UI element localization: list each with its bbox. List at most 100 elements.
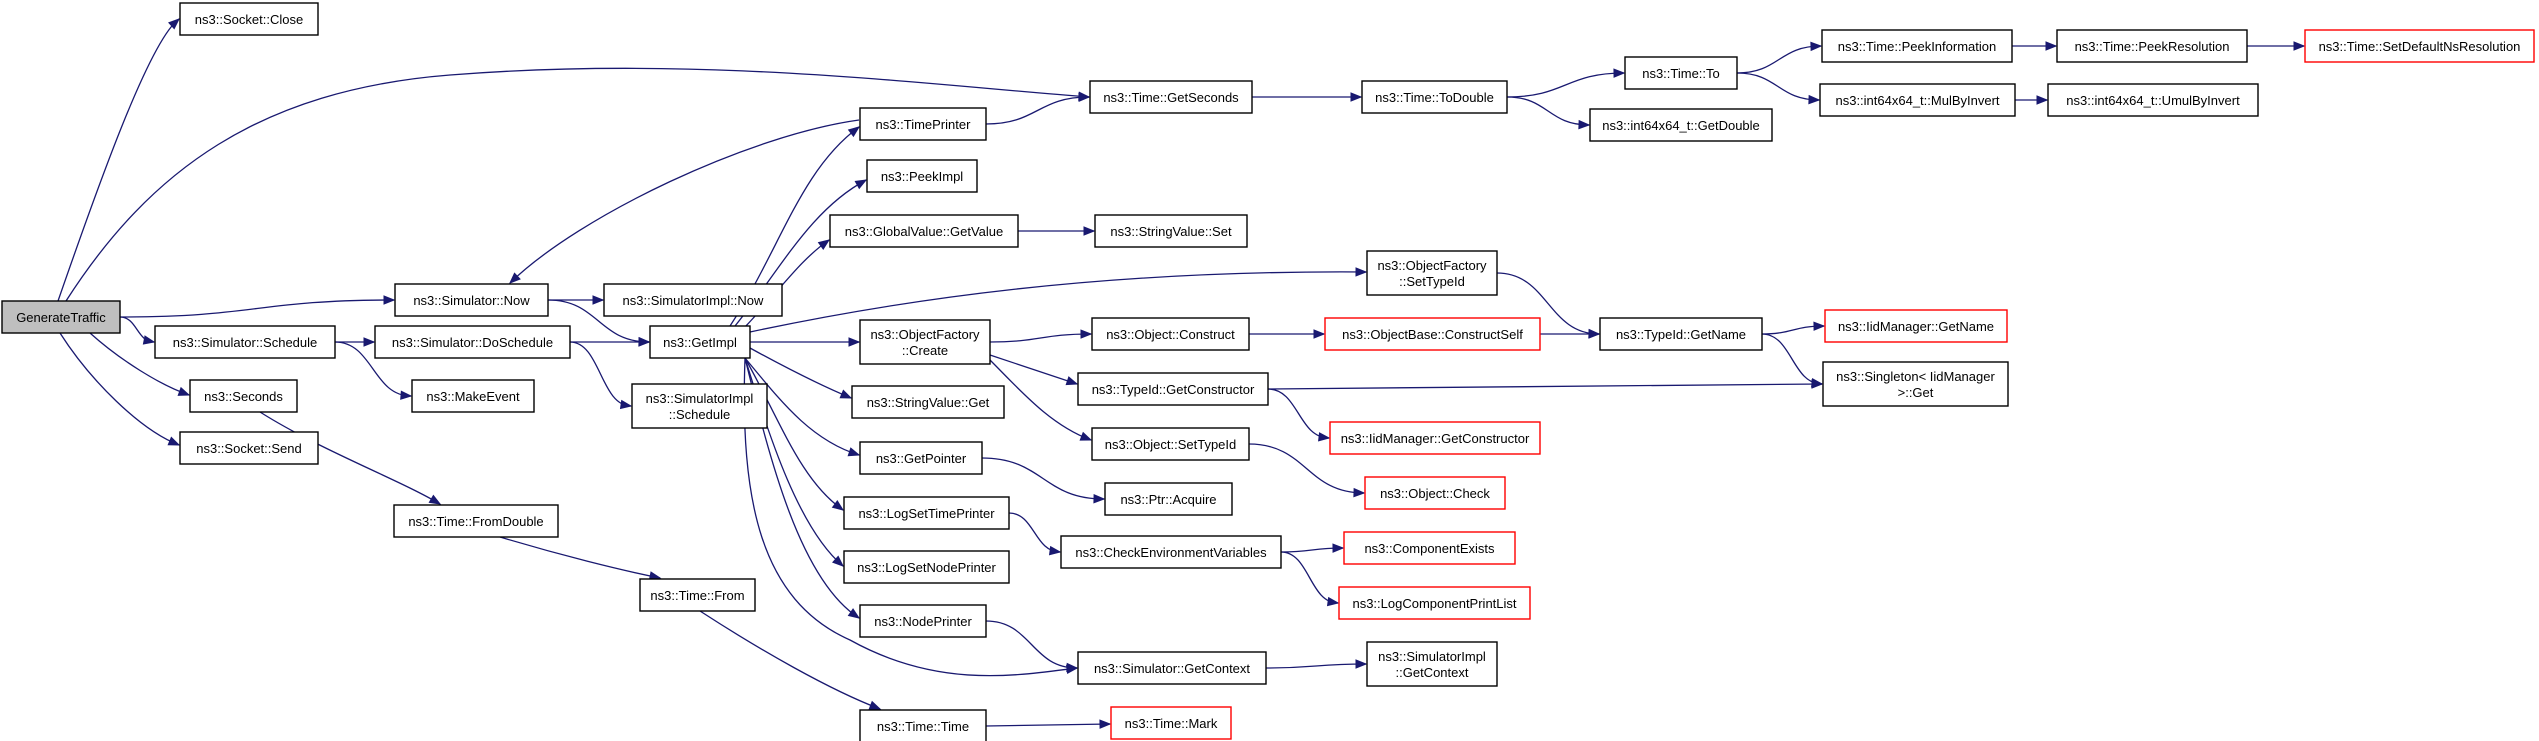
node-box[interactable] bbox=[154, 325, 336, 359]
node-box[interactable] bbox=[179, 431, 319, 465]
node-box[interactable] bbox=[639, 578, 756, 612]
node-box[interactable] bbox=[374, 325, 571, 359]
node-int64-umulbyinvert[interactable]: ns3::int64x64_t::UmulByInvert bbox=[2047, 83, 2259, 117]
node-box[interactable] bbox=[189, 379, 298, 413]
node-simulator-now[interactable]: ns3::Simulator::Now bbox=[394, 283, 549, 317]
node-typeid-getname[interactable]: ns3::TypeId::GetName bbox=[1599, 317, 1763, 351]
node-log-component-printlist[interactable]: ns3::LogComponentPrintList bbox=[1338, 586, 1531, 620]
node-box[interactable] bbox=[859, 709, 987, 741]
node-box[interactable] bbox=[1094, 214, 1248, 248]
node-box[interactable] bbox=[1089, 80, 1253, 114]
node-box[interactable] bbox=[1819, 83, 2016, 117]
node-simulatorimpl-now[interactable]: ns3::SimulatorImpl::Now bbox=[603, 283, 783, 317]
node-peek-impl[interactable]: ns3::PeekImpl bbox=[866, 159, 978, 193]
node-box[interactable] bbox=[843, 550, 1010, 584]
node-box[interactable] bbox=[2047, 83, 2259, 117]
node-seconds[interactable]: ns3::Seconds bbox=[189, 379, 298, 413]
node-simulatorimpl-schedule[interactable]: ns3::SimulatorImpl::Schedule bbox=[631, 383, 768, 429]
node-box[interactable] bbox=[851, 385, 1005, 419]
node-box[interactable] bbox=[1822, 361, 2009, 407]
node-do-schedule[interactable]: ns3::Simulator::DoSchedule bbox=[374, 325, 571, 359]
node-iidmanager-getname[interactable]: ns3::IidManager::GetName bbox=[1824, 309, 2008, 343]
node-box[interactable] bbox=[394, 283, 549, 317]
node-socket-close[interactable]: ns3::Socket::Close bbox=[179, 2, 319, 36]
node-time-to[interactable]: ns3::Time::To bbox=[1624, 56, 1738, 90]
node-box[interactable] bbox=[1077, 651, 1267, 685]
node-box[interactable] bbox=[603, 283, 783, 317]
node-box[interactable] bbox=[1324, 317, 1541, 351]
node-box[interactable] bbox=[411, 379, 535, 413]
node-time-peekinformation[interactable]: ns3::Time::PeekInformation bbox=[1821, 29, 2013, 63]
node-component-exists[interactable]: ns3::ComponentExists bbox=[1343, 531, 1516, 565]
node-typeid-getconstructor[interactable]: ns3::TypeId::GetConstructor bbox=[1077, 372, 1269, 406]
node-box[interactable] bbox=[829, 214, 1019, 248]
node-time-getseconds[interactable]: ns3::Time::GetSeconds bbox=[1089, 80, 1253, 114]
node-box[interactable] bbox=[859, 441, 983, 475]
node-box[interactable] bbox=[1329, 421, 1541, 455]
node-simulator-schedule[interactable]: ns3::Simulator::Schedule bbox=[154, 325, 336, 359]
node-box[interactable] bbox=[1091, 317, 1250, 351]
node-object-check[interactable]: ns3::Object::Check bbox=[1364, 476, 1506, 510]
node-ptr-acquire[interactable]: ns3::Ptr::Acquire bbox=[1104, 482, 1233, 516]
node-box[interactable] bbox=[1366, 250, 1498, 296]
node-objectbase-constructself[interactable]: ns3::ObjectBase::ConstructSelf bbox=[1324, 317, 1541, 351]
node-time-fromdouble[interactable]: ns3::Time::FromDouble bbox=[393, 504, 559, 538]
node-stringvalue-set[interactable]: ns3::StringValue::Set bbox=[1094, 214, 1248, 248]
node-object-settypeid[interactable]: ns3::Object::SetTypeId bbox=[1091, 427, 1250, 461]
node-socket-send[interactable]: ns3::Socket::Send bbox=[179, 431, 319, 465]
node-time-time[interactable]: ns3::Time::Time bbox=[859, 709, 987, 741]
node-box[interactable] bbox=[1338, 586, 1531, 620]
node-log-set-node-printer[interactable]: ns3::LogSetNodePrinter bbox=[843, 550, 1010, 584]
node-objectfactory-create[interactable]: ns3::ObjectFactory::Create bbox=[859, 319, 991, 365]
node-box[interactable] bbox=[859, 319, 991, 365]
node-generate-traffic[interactable]: GenerateTraffic bbox=[1, 300, 121, 334]
node-get-impl[interactable]: ns3::GetImpl bbox=[649, 325, 751, 359]
node-box[interactable] bbox=[1589, 108, 1773, 142]
node-box[interactable] bbox=[2304, 29, 2535, 63]
node-box[interactable] bbox=[1821, 29, 2013, 63]
node-box[interactable] bbox=[1364, 476, 1506, 510]
node-box[interactable] bbox=[1343, 531, 1516, 565]
node-time-peekresolution[interactable]: ns3::Time::PeekResolution bbox=[2056, 29, 2248, 63]
node-box[interactable] bbox=[1091, 427, 1250, 461]
node-get-pointer[interactable]: ns3::GetPointer bbox=[859, 441, 983, 475]
node-time-todouble[interactable]: ns3::Time::ToDouble bbox=[1361, 80, 1508, 114]
node-box[interactable] bbox=[631, 383, 768, 429]
node-object-construct[interactable]: ns3::Object::Construct bbox=[1091, 317, 1250, 351]
node-globalvalue-getvalue[interactable]: ns3::GlobalValue::GetValue bbox=[829, 214, 1019, 248]
node-box[interactable] bbox=[1110, 706, 1232, 740]
node-check-env-vars[interactable]: ns3::CheckEnvironmentVariables bbox=[1060, 535, 1282, 569]
node-box[interactable] bbox=[179, 2, 319, 36]
node-log-set-time-printer[interactable]: ns3::LogSetTimePrinter bbox=[843, 496, 1010, 530]
node-box[interactable] bbox=[1060, 535, 1282, 569]
node-box[interactable] bbox=[843, 496, 1010, 530]
node-int64-mulbyinvert[interactable]: ns3::int64x64_t::MulByInvert bbox=[1819, 83, 2016, 117]
node-make-event[interactable]: ns3::MakeEvent bbox=[411, 379, 535, 413]
node-box[interactable] bbox=[1077, 372, 1269, 406]
node-box[interactable] bbox=[1366, 641, 1498, 687]
node-box[interactable] bbox=[1599, 317, 1763, 351]
node-node-printer[interactable]: ns3::NodePrinter bbox=[859, 604, 987, 638]
node-box[interactable] bbox=[2056, 29, 2248, 63]
node-box[interactable] bbox=[649, 325, 751, 359]
node-time-setdefaultnsresolution[interactable]: ns3::Time::SetDefaultNsResolution bbox=[2304, 29, 2535, 63]
node-time-from[interactable]: ns3::Time::From bbox=[639, 578, 756, 612]
node-box[interactable] bbox=[1824, 309, 2008, 343]
node-simulatorimpl-getcontext[interactable]: ns3::SimulatorImpl::GetContext bbox=[1366, 641, 1498, 687]
node-box[interactable] bbox=[1624, 56, 1738, 90]
node-box[interactable] bbox=[859, 107, 987, 141]
node-box[interactable] bbox=[859, 604, 987, 638]
node-box[interactable] bbox=[393, 504, 559, 538]
node-box[interactable] bbox=[1, 300, 121, 334]
node-box[interactable] bbox=[1361, 80, 1508, 114]
node-stringvalue-get[interactable]: ns3::StringValue::Get bbox=[851, 385, 1005, 419]
node-iidmanager-getconstructor[interactable]: ns3::IidManager::GetConstructor bbox=[1329, 421, 1541, 455]
node-box[interactable] bbox=[866, 159, 978, 193]
node-simulator-getcontext[interactable]: ns3::Simulator::GetContext bbox=[1077, 651, 1267, 685]
node-box[interactable] bbox=[1104, 482, 1233, 516]
node-time-mark[interactable]: ns3::Time::Mark bbox=[1110, 706, 1232, 740]
node-time-printer[interactable]: ns3::TimePrinter bbox=[859, 107, 987, 141]
node-singleton-iidmanager-get[interactable]: ns3::Singleton< IidManager>::Get bbox=[1822, 361, 2009, 407]
node-objectfactory-settypeid[interactable]: ns3::ObjectFactory::SetTypeId bbox=[1366, 250, 1498, 296]
node-int64-getdouble[interactable]: ns3::int64x64_t::GetDouble bbox=[1589, 108, 1773, 142]
